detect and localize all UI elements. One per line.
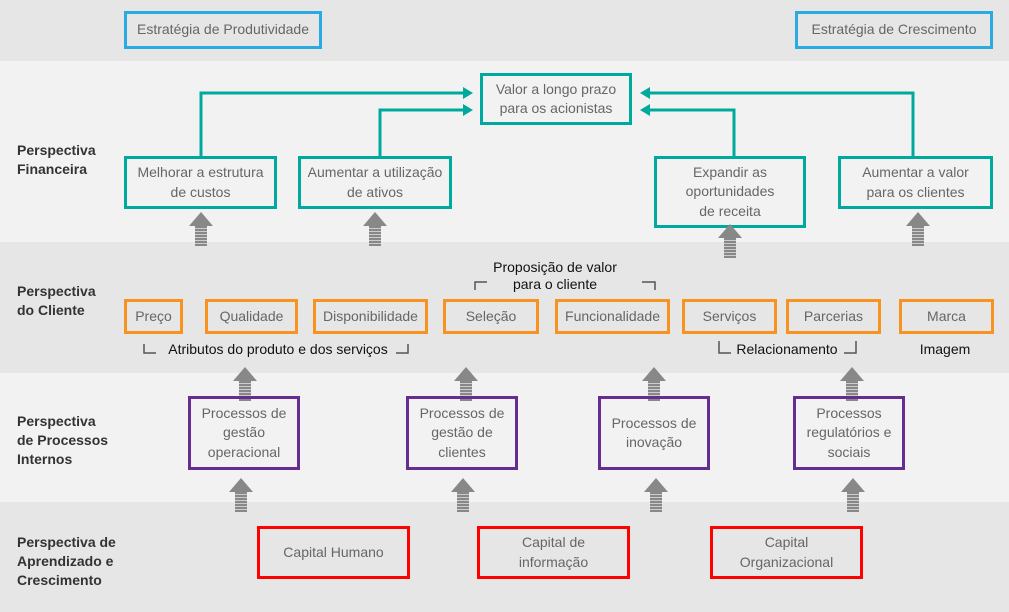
shareholder-value-box: Valor a longo prazo para os acionistas bbox=[480, 73, 632, 125]
customer-value-box: Aumentar a valor para os clientes bbox=[838, 156, 993, 209]
asset-utilization-box: Aumentar a utilização de ativos bbox=[298, 156, 452, 209]
human-capital-box: Capital Humano bbox=[257, 526, 410, 579]
operational-management-box: Processos de gestão operacional bbox=[188, 396, 300, 470]
bracket-top-left bbox=[474, 281, 487, 290]
financial-band bbox=[0, 61, 1009, 242]
attribute-services: Serviços bbox=[682, 299, 777, 334]
attribute-availability: Disponibilidade bbox=[313, 299, 428, 334]
internal-perspective-label: Perspectiva de Processos Internos bbox=[17, 413, 109, 467]
connector-asset-utilization bbox=[378, 108, 465, 157]
financial-perspective-label: Perspectiva Financeira bbox=[17, 142, 96, 177]
productivity-strategy-box: Estratégia de Produtividade bbox=[124, 11, 322, 49]
bracket-relationship-right bbox=[844, 341, 857, 354]
arrowhead-icon bbox=[463, 87, 473, 99]
up-arrow-icon bbox=[451, 478, 475, 512]
arrowhead-icon bbox=[640, 104, 650, 116]
learning-perspective-label: Perspectiva de Aprendizado e Crescimento bbox=[17, 534, 116, 588]
arrowhead-icon bbox=[640, 87, 650, 99]
attribute-quality: Qualidade bbox=[205, 299, 298, 334]
up-arrow-icon bbox=[229, 478, 253, 512]
arrowhead-icon bbox=[463, 104, 473, 116]
internal-band bbox=[0, 373, 1009, 502]
learning-band bbox=[0, 502, 1009, 612]
image-label: Imagem bbox=[919, 341, 971, 357]
information-capital-box: Capital de informação bbox=[477, 526, 630, 579]
innovation-processes-box: Processos de inovação bbox=[598, 396, 710, 470]
bracket-relationship-left bbox=[718, 341, 731, 354]
up-arrow-icon bbox=[718, 224, 742, 258]
growth-strategy-box: Estratégia de Crescimento bbox=[795, 11, 993, 49]
bracket-top-right bbox=[642, 281, 656, 290]
attribute-selection: Seleção bbox=[443, 299, 539, 334]
connector-revenue-opportunities bbox=[648, 108, 736, 157]
attribute-price: Preço bbox=[124, 299, 183, 334]
customer-band bbox=[0, 242, 1009, 373]
up-arrow-icon bbox=[906, 212, 930, 246]
strategy-band bbox=[0, 0, 1009, 61]
bracket-bottom-left bbox=[143, 344, 156, 354]
customer-management-box: Processos de gestão de clientes bbox=[406, 396, 518, 470]
connector-customer-value bbox=[648, 91, 915, 157]
attribute-partnerships: Parcerias bbox=[786, 299, 881, 334]
customer-perspective-label: Perspectiva do Cliente bbox=[17, 283, 96, 318]
bracket-bottom-right bbox=[396, 344, 409, 354]
up-arrow-icon bbox=[189, 212, 213, 246]
organizational-capital-box: Capital Organizacional bbox=[710, 526, 863, 579]
up-arrow-icon bbox=[841, 478, 865, 512]
up-arrow-icon bbox=[363, 212, 387, 246]
connector-cost-structure bbox=[199, 91, 465, 157]
value-proposition-label: Proposição de valor para o cliente bbox=[493, 259, 617, 292]
up-arrow-icon bbox=[644, 478, 668, 512]
product-attributes-label: Atributos do produto e dos serviços bbox=[168, 341, 388, 357]
relationship-label: Relacionamento bbox=[736, 341, 838, 357]
cost-structure-box: Melhorar a estrutura de custos bbox=[124, 156, 277, 209]
regulatory-social-box: Processos regulatórios e sociais bbox=[793, 396, 905, 470]
attribute-functionality: Funcionalidade bbox=[555, 299, 670, 334]
attribute-brand: Marca bbox=[899, 299, 994, 334]
